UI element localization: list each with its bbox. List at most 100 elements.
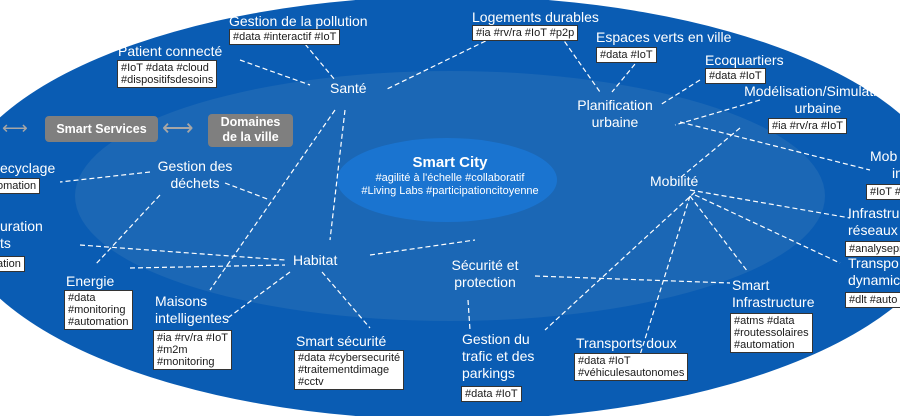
- tag-line: #m2m: [157, 344, 188, 356]
- service-espaces-tags: #data #IoT: [596, 47, 657, 63]
- service-infra-reseaux-tags: #analysepr: [845, 241, 900, 257]
- tag-line: #ia #rv/ra #IoT: [157, 332, 228, 344]
- tag-line: #dispositifsdesoins: [121, 74, 214, 86]
- service-ecoquartiers-tags: #data #IoT: [705, 68, 766, 84]
- service-transports-dyn-tags: #dlt #auto: [845, 292, 900, 308]
- label-line: dynamic: [848, 272, 900, 288]
- service-logements-label: Logements durables: [472, 9, 599, 25]
- domain-habitat: Habitat: [293, 252, 338, 268]
- domain-sante: Santé: [330, 80, 367, 96]
- domain-mobilite: Mobilité: [650, 173, 699, 189]
- tag-line: #data #interactif #IoT: [233, 31, 337, 43]
- service-trafic-tags: #data #IoT: [461, 386, 522, 402]
- service-logements-tags: #ia #rv/ra #IoT #p2p: [472, 25, 579, 41]
- tag-line: #monitoring: [157, 356, 215, 368]
- tag-line: omation: [0, 180, 37, 192]
- service-energie-label: Energie: [66, 273, 115, 289]
- label-line: trafic et des: [462, 348, 535, 364]
- tag-line: #data #IoT: [600, 49, 653, 61]
- tag-line: #data #IoT: [578, 355, 631, 367]
- label-line: réseaux: [848, 222, 898, 238]
- tag-line: #cctv: [298, 376, 324, 388]
- core-tag-line: #Living Labs #participationcitoyenne: [361, 185, 539, 197]
- service-transports-doux-label: Transports doux: [576, 335, 677, 351]
- service-maisons-label: Maisons intelligentes: [155, 293, 229, 327]
- label-line: Infrastru: [848, 205, 900, 221]
- service-pollution-tags: #data #interactif #IoT: [229, 29, 341, 45]
- label-line: Gestion du: [462, 331, 530, 347]
- label-line: Smart: [732, 277, 770, 293]
- label-line: ts: [0, 235, 11, 251]
- service-recyclage-tags: omation: [0, 178, 41, 194]
- tag-line: #atms #data: [734, 315, 795, 327]
- service-smart-infra-label: Smart Infrastructure: [732, 277, 814, 311]
- service-patient-label: Patient connecté: [118, 43, 223, 59]
- label-line: Transpo: [848, 255, 899, 271]
- double-arrow-icon: ⟷: [2, 118, 28, 138]
- service-restauration-label: uration ts: [0, 218, 43, 252]
- domain-line: Planification: [577, 97, 653, 113]
- label-line: uration: [0, 218, 43, 234]
- tag-line: #data #IoT: [465, 388, 518, 400]
- label-line: Modélisation/Simulation: [744, 83, 892, 99]
- tag-line: #monitoring: [68, 304, 126, 316]
- service-smart-securite-tags: #data #cybersecurité #traitementdimage #…: [294, 350, 405, 390]
- service-energie-tags: #data #monitoring #automation: [64, 290, 133, 330]
- service-mob-int-label: Mob in: [870, 148, 900, 182]
- service-smart-securite-label: Smart sécurité: [296, 333, 387, 349]
- tag-line: #véhiculesautonomes: [578, 367, 685, 379]
- service-trafic-label: Gestion du trafic et des parkings: [462, 331, 534, 382]
- tag-line: #IoT #data #cloud: [121, 62, 209, 74]
- service-modelisation-label: Modélisation/Simulation urbaine: [733, 83, 900, 117]
- domaines-pill: Domaines de la ville: [208, 114, 293, 147]
- tag-line: #ia #rv/ra #IoT: [772, 120, 843, 132]
- tag-line: #data: [68, 292, 96, 304]
- label-line: Mob: [870, 148, 898, 164]
- service-espaces-label: Espaces verts en ville: [596, 29, 732, 45]
- label-line: urbaine: [794, 100, 842, 116]
- service-restauration-tags: ation: [0, 256, 25, 272]
- service-recyclage-label: ecyclage: [0, 160, 56, 176]
- domain-planification: Planification urbaine: [560, 97, 670, 131]
- tag-line: ation: [0, 258, 21, 270]
- tag-line: #dlt #auto: [849, 294, 898, 306]
- service-pollution-label: Gestion de la pollution: [229, 13, 368, 29]
- connector-lines: [59, 33, 871, 356]
- tag-line: #ia #rv/ra #IoT #p2p: [476, 27, 575, 39]
- domain-line: Gestion des: [157, 158, 233, 174]
- label-line: Infrastructure: [732, 294, 815, 310]
- service-transports-doux-tags: #data #IoT #véhiculesautonomes: [574, 353, 689, 381]
- tag-line: #analysepr: [849, 243, 900, 255]
- service-maisons-tags: #ia #rv/ra #IoT #m2m #monitoring: [153, 330, 232, 370]
- core-ellipse: [337, 138, 557, 222]
- core-tags: #agilité à l'échelle #collaboratif #Livi…: [320, 172, 580, 198]
- domaines-line: de la ville: [222, 130, 279, 144]
- service-transports-dyn-label: Transpo dynamic: [848, 255, 900, 289]
- core-tag-line: #agilité à l'échelle #collaboratif: [375, 172, 525, 184]
- domaines-line: Domaines: [220, 115, 281, 129]
- domain-line: déchets: [170, 175, 220, 191]
- domain-gestion-dechets: Gestion des déchets: [145, 158, 245, 192]
- smart-services-pill: Smart Services: [45, 116, 158, 142]
- tag-line: #automation: [734, 339, 795, 351]
- tag-line: #data #IoT: [709, 70, 762, 82]
- core-title: Smart City: [412, 154, 488, 171]
- tag-line: #IoT #: [870, 186, 900, 198]
- service-patient-tags: #IoT #data #cloud #dispositifsdesoins: [117, 60, 218, 88]
- tag-line: #data #cybersecurité: [298, 352, 401, 364]
- label-line: Maisons: [155, 293, 208, 309]
- label-line: parkings: [462, 365, 515, 381]
- service-ecoquartiers-label: Ecoquartiers: [705, 52, 784, 68]
- tag-line: #automation: [68, 316, 129, 328]
- label-line: intelligentes: [155, 310, 229, 326]
- service-mob-int-tags: #IoT #: [866, 184, 900, 200]
- domain-line: urbaine: [591, 114, 639, 130]
- domain-securite: Sécurité et protection: [430, 257, 540, 291]
- service-modelisation-tags: #ia #rv/ra #IoT: [768, 118, 847, 134]
- service-smart-infra-tags: #atms #data #routessolaires #automation: [730, 313, 813, 353]
- tag-line: #traitementdimage: [298, 364, 390, 376]
- service-infra-reseaux-label: Infrastru réseaux: [848, 205, 899, 239]
- double-arrow-icon: ⟷: [162, 115, 194, 140]
- label-line: in: [892, 165, 900, 181]
